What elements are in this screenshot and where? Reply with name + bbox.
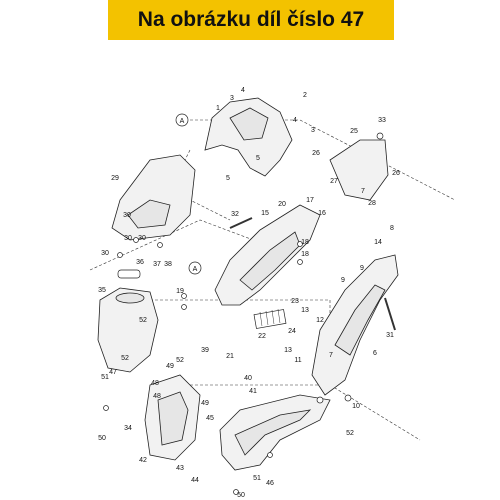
callout-label: 30 [124,235,132,242]
callout-label: 11 [294,357,301,364]
callout-label: 50 [237,492,245,499]
grille [253,308,287,329]
trim-strip [229,217,253,229]
callout-label: 27 [330,178,338,185]
callout-label: 9 [360,265,364,272]
callout-label: 16 [318,210,326,217]
callout-label: 5 [226,175,230,182]
callout-label: 49 [166,363,174,370]
callout-label: 18 [301,239,309,246]
callout-label: 22 [258,333,266,340]
callout-label: 39 [201,347,209,354]
callout-label: 30 [138,235,146,242]
lower-inner-detail [157,391,189,446]
callout-label: 7 [329,352,333,359]
callout-label: 50 [98,435,106,442]
callout-label: 51 [253,475,261,482]
callout-label: 4 [293,117,297,124]
right-panel-inner [334,284,386,356]
callout-label: 37 [153,261,161,268]
left-side-panel [111,154,196,241]
callout-label: 2 [303,92,307,99]
title-banner: Na obrázku díl číslo 47 [108,0,394,40]
callout-label: 13 [301,307,309,314]
upper-bracket-detail [229,107,269,141]
callout-label: 14 [374,239,382,246]
callout-label: 40 [244,375,252,382]
callout-label: 48 [153,393,161,400]
left-panel-inner [127,199,171,229]
reference-circle [175,113,189,127]
callout-label: 15 [261,210,269,217]
callout-label: 44 [191,477,199,484]
callout-label: 29 [111,175,119,182]
callout-label: 43 [176,465,184,472]
callout-label: 51 [101,374,109,381]
trim-strip [384,297,396,331]
badge-plate [117,269,141,279]
callout-label: 45 [206,415,214,422]
front-top-cover [329,139,389,201]
callout-label: 5 [256,155,260,162]
callout-label: 52 [176,357,184,364]
callout-label: 32 [231,211,239,218]
callout-label: 7 [361,188,365,195]
callout-label: 21 [226,353,234,360]
callout-label: 12 [316,317,324,324]
callout-label: 4 [241,87,245,94]
callout-label: 46 [266,480,274,487]
callout-label: 35 [98,287,106,294]
callout-label: 3 [311,127,315,134]
callout-label: 38 [164,261,172,268]
callout-label: 8 [390,225,394,232]
title-text: Na obrázku díl číslo 47 [137,8,365,31]
callout-label: 25 [350,128,358,135]
callout-label: 34 [124,425,132,432]
callout-label: 31 [386,332,394,339]
callout-label: 26 [392,170,400,177]
callout-label: 18 [301,251,309,258]
callout-label: 42 [139,457,147,464]
callout-label: 41 [249,388,257,395]
callout-label: 24 [288,328,296,335]
callout-label: 36 [136,259,144,266]
lower-fairing [219,394,331,471]
callout-label: 52 [121,355,129,362]
front-cowl [97,287,159,373]
callout-label: 6 [373,350,377,357]
callout-label: 10 [352,403,360,410]
callout-label: 20 [278,201,286,208]
callout-label: 23 [291,298,299,305]
callout-label: A [193,266,198,273]
callout-label: 52 [346,430,354,437]
fasteners [103,132,384,495]
cowl-lens [115,292,145,304]
callout-label: 28 [368,200,376,207]
callout-label: 13 [284,347,292,354]
callout-label: 19 [176,288,184,295]
callout-label: 49 [201,400,209,407]
callout-label: 47 [109,369,117,376]
callout-label: 30 [101,250,109,257]
callout-label: 3 [230,95,234,102]
callout-label: 48 [151,380,159,387]
callout-label: 33 [378,117,386,124]
callout-label: 17 [306,197,314,204]
callout-label: 9 [341,277,345,284]
reference-circle [188,261,202,275]
callout-label: A [180,118,185,125]
callout-label: 26 [312,150,320,157]
callout-label: 52 [139,317,147,324]
callout-label: 30 [123,212,131,219]
lower-fairing-stripe [234,409,312,456]
callout-label: 1 [216,105,220,112]
